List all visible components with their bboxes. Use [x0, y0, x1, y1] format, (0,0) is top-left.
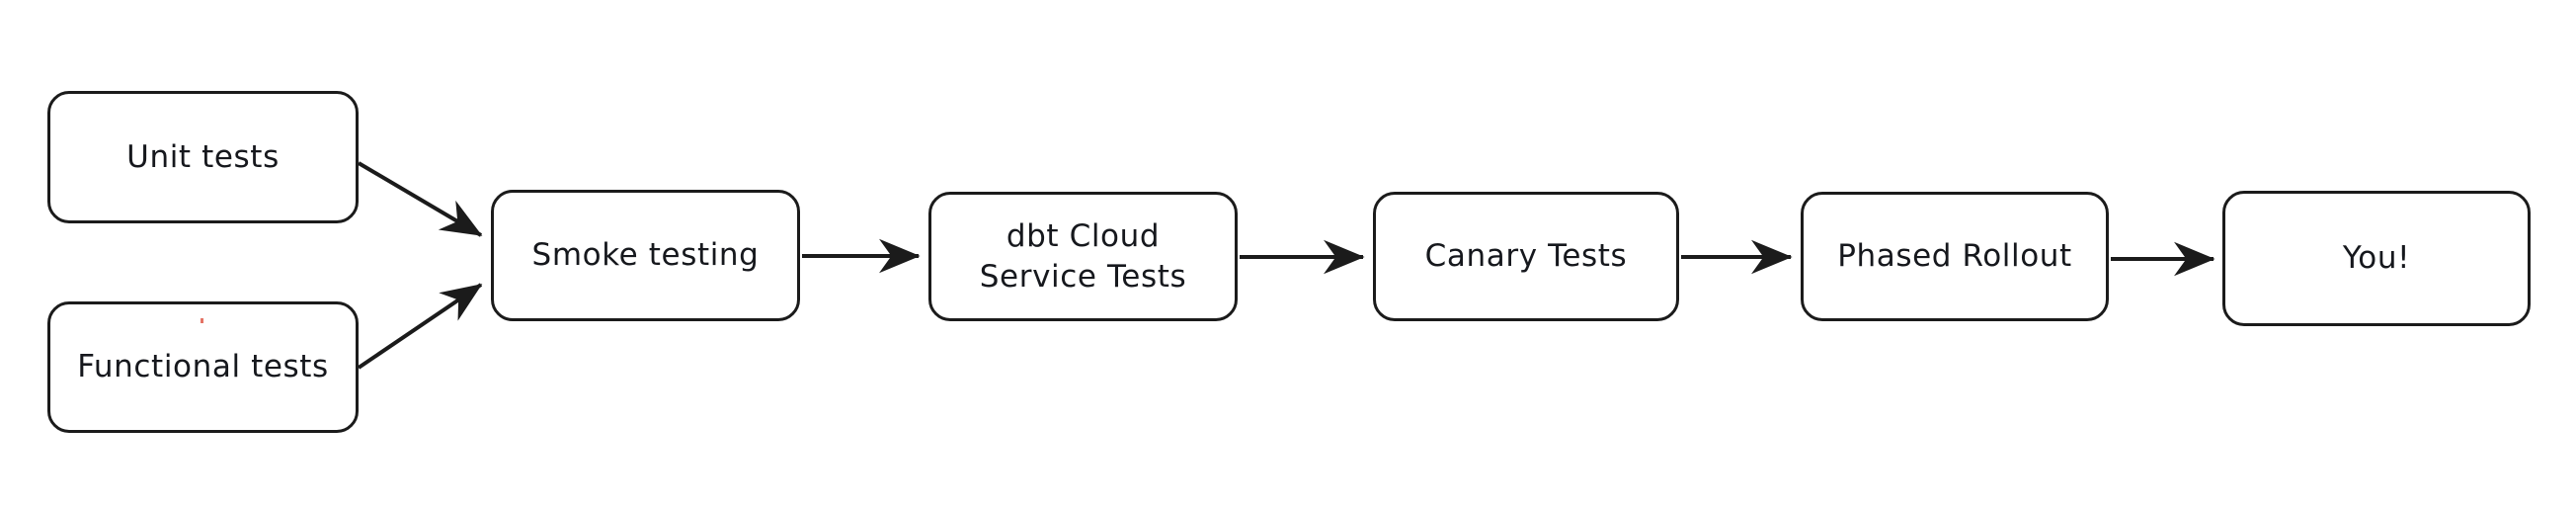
- node-canary-tests-label: Canary Tests: [1424, 238, 1628, 275]
- stray-speck: [201, 318, 203, 323]
- edge-functional-to-smoke: [357, 283, 483, 370]
- node-phased-rollout[interactable]: Phased Rollout: [1801, 192, 2109, 321]
- node-functional-tests[interactable]: Functional tests: [47, 301, 359, 433]
- node-unit-tests[interactable]: Unit tests: [47, 91, 359, 223]
- node-canary-tests[interactable]: Canary Tests: [1373, 192, 1679, 321]
- node-dbt-cloud-service-tests-label: dbt Cloud Service Tests: [979, 217, 1187, 295]
- node-smoke-testing-label: Smoke testing: [531, 237, 760, 274]
- node-you[interactable]: You!: [2222, 191, 2531, 326]
- node-unit-tests-label: Unit tests: [126, 138, 280, 175]
- node-phased-rollout-label: Phased Rollout: [1837, 238, 2072, 275]
- edge-unit-to-smoke: [357, 161, 483, 237]
- node-you-label: You!: [2342, 240, 2411, 277]
- node-smoke-testing[interactable]: Smoke testing: [491, 190, 800, 321]
- node-functional-tests-label: Functional tests: [77, 349, 329, 385]
- node-dbt-cloud-service-tests[interactable]: dbt Cloud Service Tests: [928, 192, 1238, 321]
